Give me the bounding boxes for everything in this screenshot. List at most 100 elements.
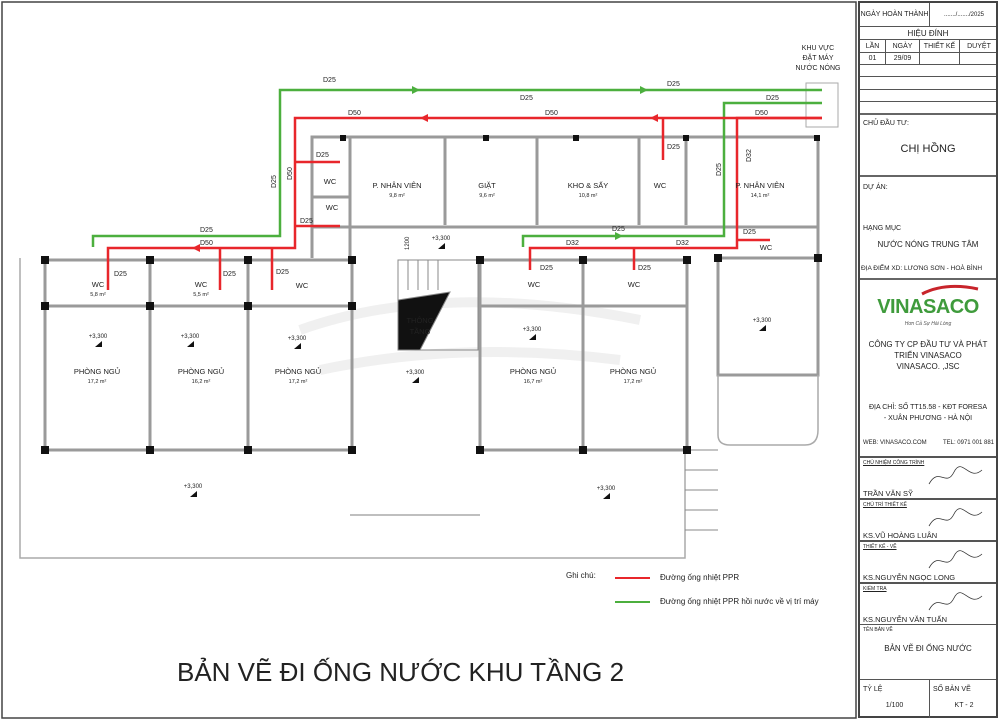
pipe-label: D50 [287,167,294,180]
revision-cell: NGÀY [886,40,920,52]
signature-icon [928,592,983,611]
scale-label: TỶ LỆ [863,686,883,693]
pipe-label: D25 [300,218,313,225]
room-area: 9,8 m² [389,193,405,199]
columns [41,135,822,454]
elevation-marks: +3,300+3,300+3,300+3,300+3,300+3,300+3,3… [89,236,772,499]
room-name: GIẶT [478,181,496,190]
elevation-marker-icon [412,377,419,383]
logo-slogan: Hơn Cả Sự Hài Lòng [904,321,952,327]
room-name: WC [92,280,105,289]
elevation-label: +3,300 [288,336,307,342]
pipe-labels: D25 D25 D25 D25 D50 D50 D50 D25 D50 D25 … [114,77,779,278]
pipe-label: D50 [545,110,558,117]
room-name: WC [654,181,667,190]
owner-section: CHỦ ĐẦU TƯ: CHỊ HỒNG [860,115,996,177]
signer-section: CHỦ TRÌ THIẾT KẾ KS.VŨ HOÀNG LUÂN [860,499,996,541]
room-name: WC [528,280,541,289]
pipe-label: D25 [766,95,779,102]
category: NƯỚC NÓNG TRUNG TÂM [877,240,979,249]
room-name: KHO & SẤY [568,180,608,190]
company-logo: VINASACO [877,296,979,318]
pipe-label: D32 [676,240,689,247]
room-name: PHÒNG NGỦ [178,367,224,376]
room-name: P. NHÂN VIÊN [735,181,784,190]
water-heater-area [805,82,839,128]
revision-row-empty [860,65,996,77]
phone: TEL: 0971 001 881 [942,440,994,446]
elevation-label: +3,300 [597,486,616,492]
company-line: TRIỂN VINASACO [894,351,962,360]
pipe-label: D25 [323,77,336,84]
pipe-label: D25 [200,227,213,234]
pipe-label: D25 [667,81,680,88]
project-label: DỰ ÁN: [863,184,888,191]
elevation-marker-icon [529,334,536,340]
signer-role: CHỦ TRÌ THIẾT KẾ [863,502,907,508]
revision-title: HIỆU ĐÍNH [860,27,996,40]
room-name: WC [195,280,208,289]
company-section: VINASACO Hơn Cả Sự Hài Lòng CÔNG TY CP Đ… [860,280,996,457]
elevation-label: +3,300 [181,334,200,340]
machine-area-line: NƯỚC NÓNG [795,63,840,72]
hot-pipes [106,116,822,290]
pipe-label: D25 [743,229,756,236]
revision-row-empty [860,90,996,102]
room-area: 16,7 m² [524,379,543,385]
machine-area-line: KHU VỰC [802,45,834,52]
signer-name: KS.NGUYỄN NGỌC LONG [863,573,956,582]
company-line: VINASACO. ,JSC [896,362,960,371]
pipe-label: D25 [520,95,533,102]
project-section: DỰ ÁN: HẠNG MỤC NƯỚC NÓNG TRUNG TÂM ĐỊA … [860,177,996,280]
machine-area-line: ĐẶT MÁY [803,53,834,62]
owner-label: CHỦ ĐẦU TƯ: [863,120,909,127]
pipe-label: D25 [716,163,723,176]
pipe-label: D25 [316,152,329,159]
elevation-label: +3,300 [184,484,203,490]
revision-cell: THIẾT KẾ [920,40,960,52]
pipe-arrows [192,86,658,252]
room-area: 17,2 m² [289,379,308,385]
website: WEB: VINASACO.COM [863,440,927,446]
completion-label: NGÀY HOÀN THÀNH [860,3,930,26]
signature-icon [928,508,983,527]
drawing-name-label: TÊN BẢN VẼ [863,627,893,633]
legend-item: Đường ống nhiệt PPR hồi nước về vị trí m… [660,597,819,606]
address-line: ĐỊA CHỈ: SỐ TT15.58 - KĐT FORESA [869,404,987,411]
room-name: WC [628,280,641,289]
location: ĐỊA ĐIỂM XD: LƯƠNG SƠN - HOÀ BÌNH [861,265,983,272]
room-area: 14,1 m² [751,193,770,199]
room-name: PHÒNG NGỦ [275,367,321,376]
room-name: PHÒNG NGỦ [74,367,120,376]
void-label: THÔNG [406,316,433,325]
completion-date: ......./......./2025 [943,11,985,18]
signer-section: KIỂM TRA KS.NGUYỄN VĂN TUẤN [860,583,996,625]
legend-title: Ghi chú: [566,571,596,580]
logo-swoosh-icon [921,284,979,296]
room-name: WC [760,243,773,252]
pipe-label: D25 [638,265,651,272]
pipe-label: D25 [667,144,680,151]
signature-icon [928,466,983,485]
room-area: 10,8 m² [579,193,598,199]
sheet-number: KT - 2 [954,702,974,709]
signer-role: KIỂM TRA [863,586,887,592]
elevation-marker-icon [438,243,445,249]
pipe-label: D32 [566,240,579,247]
room-name: PHÒNG NGỦ [610,367,656,376]
room-area: 17,2 m² [624,379,643,385]
void-label: TẦNG [410,326,431,336]
signer-name: TRẦN VĂN SỸ [863,489,914,498]
room-labels: WC WC P. NHÂN VIÊN 9,8 m² GIẶT 9,6 m² KHO & SẤ… [74,177,785,385]
revision-cell: LẦN [860,40,886,52]
stair [397,259,718,531]
sheet-label: SỐ BẢN VẼ [933,686,971,693]
room-name: WC [296,281,309,290]
room-area: 9,6 m² [479,193,495,199]
signer-role: CHỦ NHIỆM CÔNG TRÌNH [863,460,925,466]
room-area: 5,5 m² [193,292,209,298]
signer-section: THIẾT KẾ - VẼ KS.NGUYỄN NGỌC LONG [860,541,996,583]
elevation-label: +3,300 [406,370,425,376]
drawing-name: BẢN VẼ ĐI ỐNG NƯỚC [884,644,972,653]
